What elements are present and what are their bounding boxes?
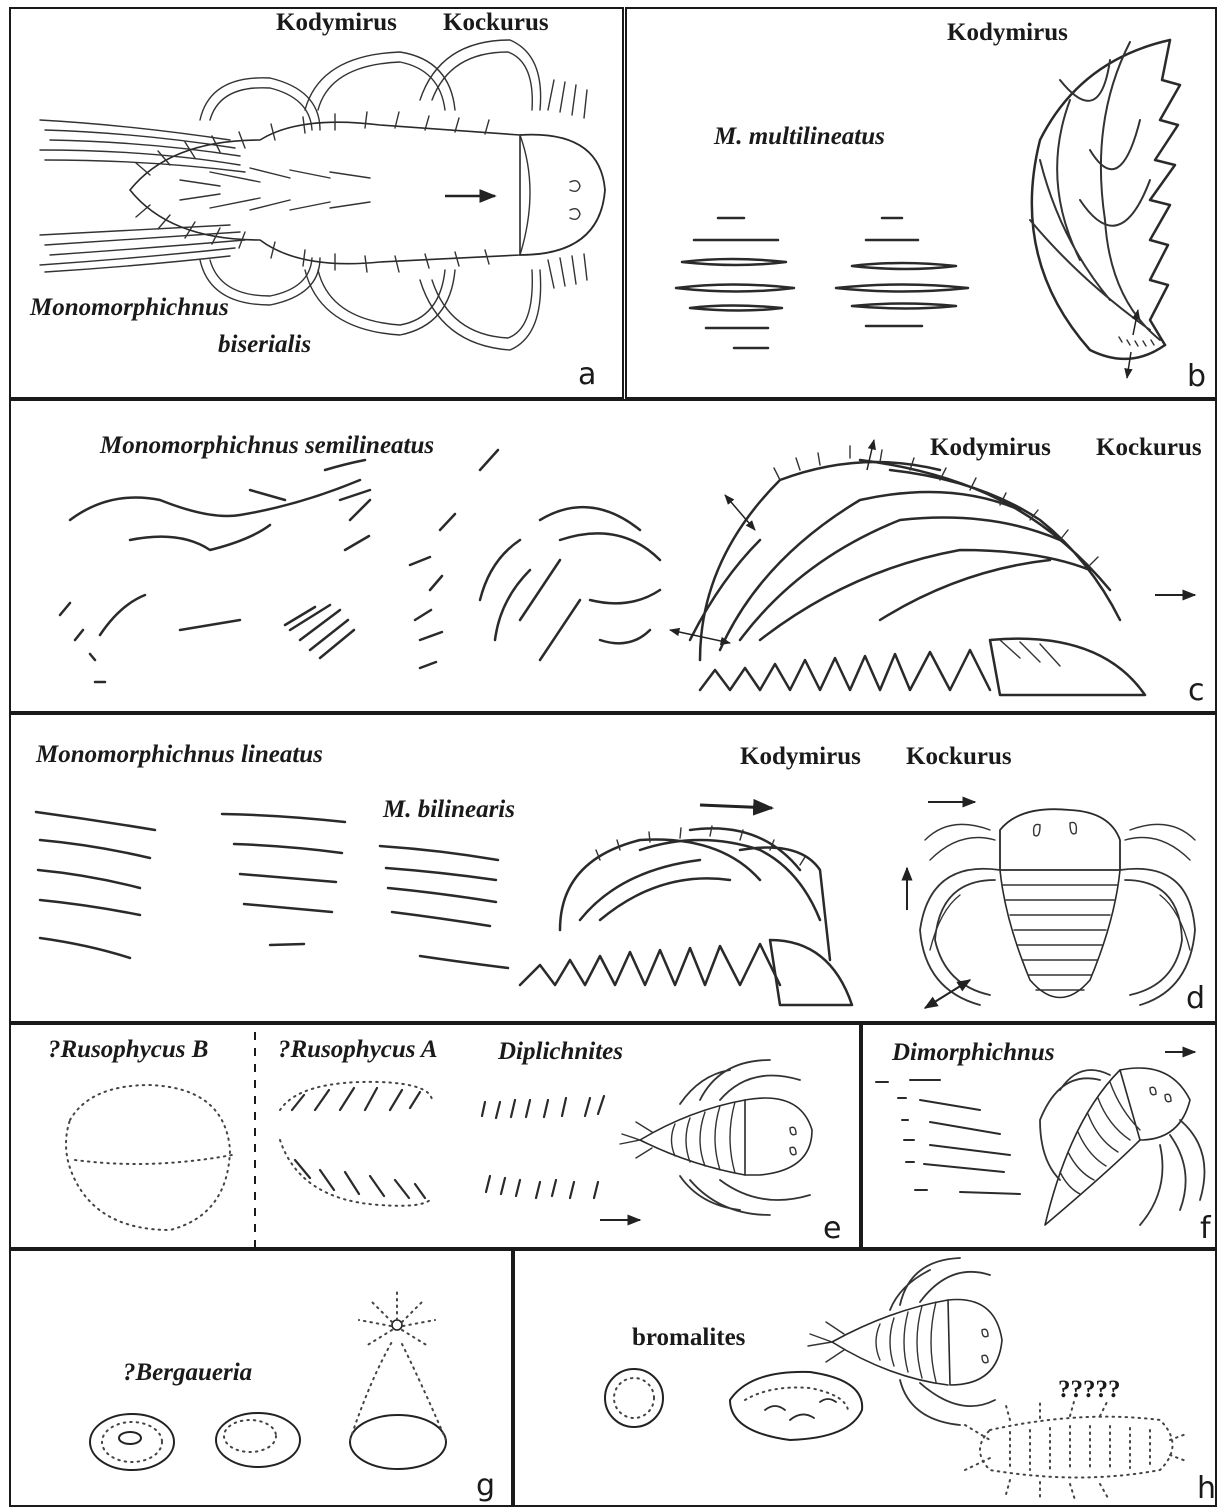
trilobite-oblique-f [1040,1052,1205,1225]
panel-c: Monomorphichnus semilineatus Kodymirus K… [60,432,1205,708]
panel-e-trace1-label: ?Rusophycus B [48,1036,208,1063]
panel-c-trace-label: Monomorphichnus semilineatus [99,432,434,459]
panel-b-appendage [1030,40,1180,378]
panel-a-trace1-label: Monomorphichnus [29,294,229,321]
trilobite-dorsal-view [907,802,1195,1008]
panel-f-letter: f [1200,1211,1212,1246]
panel-h: bromalites ????? h [605,1258,1216,1506]
panel-c-trilobite-legs [670,440,1195,695]
panel-d-genus2-label: Kockurus [906,743,1012,770]
panel-e-trace3-label: Diplichnites [497,1038,623,1065]
rusophycus-a-marks [280,1082,432,1206]
panel-f: Dimorphichnus f [876,1039,1212,1246]
trilobite-h [808,1258,1002,1425]
panel-f-trace-label: Dimorphichnus [891,1039,1055,1066]
panel-d: Monomorphichnus lineatus M. bilinearis K… [35,741,1205,1016]
panel-b: Kodymirus M. multilineatus b [676,19,1206,394]
panel-b-letter: b [1187,359,1206,394]
panel-c-genus2-label: Kockurus [1096,434,1202,461]
panel-d-genus1-label: Kodymirus [740,743,861,770]
panel-b-genus-label: Kodymirus [947,19,1068,46]
unknown-organism-dotted [965,1398,1186,1500]
panel-d-letter: d [1186,981,1205,1016]
panel-a-genus2-label: Kockurus [443,9,549,36]
panel-h-unknown-label: ????? [1058,1376,1121,1403]
panel-c-letter: c [1188,673,1205,708]
panel-h-trace-label: bromalites [632,1324,746,1351]
panel-g: ?Bergaueria g [90,1290,495,1503]
panel-b-trace-marks [676,218,968,348]
panel-a-genus1-label: Kodymirus [276,9,397,36]
panel-e-trace2-label: ?Rusophycus A [278,1036,438,1063]
panel-e-letter: e [823,1211,841,1246]
panel-a-trace-lines [40,80,587,288]
panel-d-trace1-label: Monomorphichnus lineatus [35,741,323,768]
panel-d-trace-lines [36,812,508,968]
panel-g-trace-label: ?Bergaueria [123,1359,252,1386]
panel-e: ?Rusophycus B ?Rusophycus A Diplichnites… [48,1036,841,1246]
trilobite-oblique-e [620,1060,812,1215]
bromalite-forms [605,1369,862,1440]
panel-g-letter: g [476,1468,495,1503]
panel-a-trace2-label: biserialis [218,331,311,358]
panel-d-trace2-label: M. bilinearis [382,796,515,823]
panel-d-appendage-lateral [520,805,852,1005]
panel-c-trace-marks [60,450,660,682]
panel-a: Kodymirus Kockurus Monomorphichnus biser… [29,9,605,392]
panel-a-letter: a [578,357,596,392]
panel-h-letter: h [1197,1471,1216,1506]
panel-b-trace-label: M. multilineatus [713,123,885,150]
rusophycus-b-outline [66,1085,232,1230]
panel-c-genus1-label: Kodymirus [930,434,1051,461]
dimorphichnus-marks [876,1080,1020,1194]
diplichnites-marks [482,1096,604,1198]
